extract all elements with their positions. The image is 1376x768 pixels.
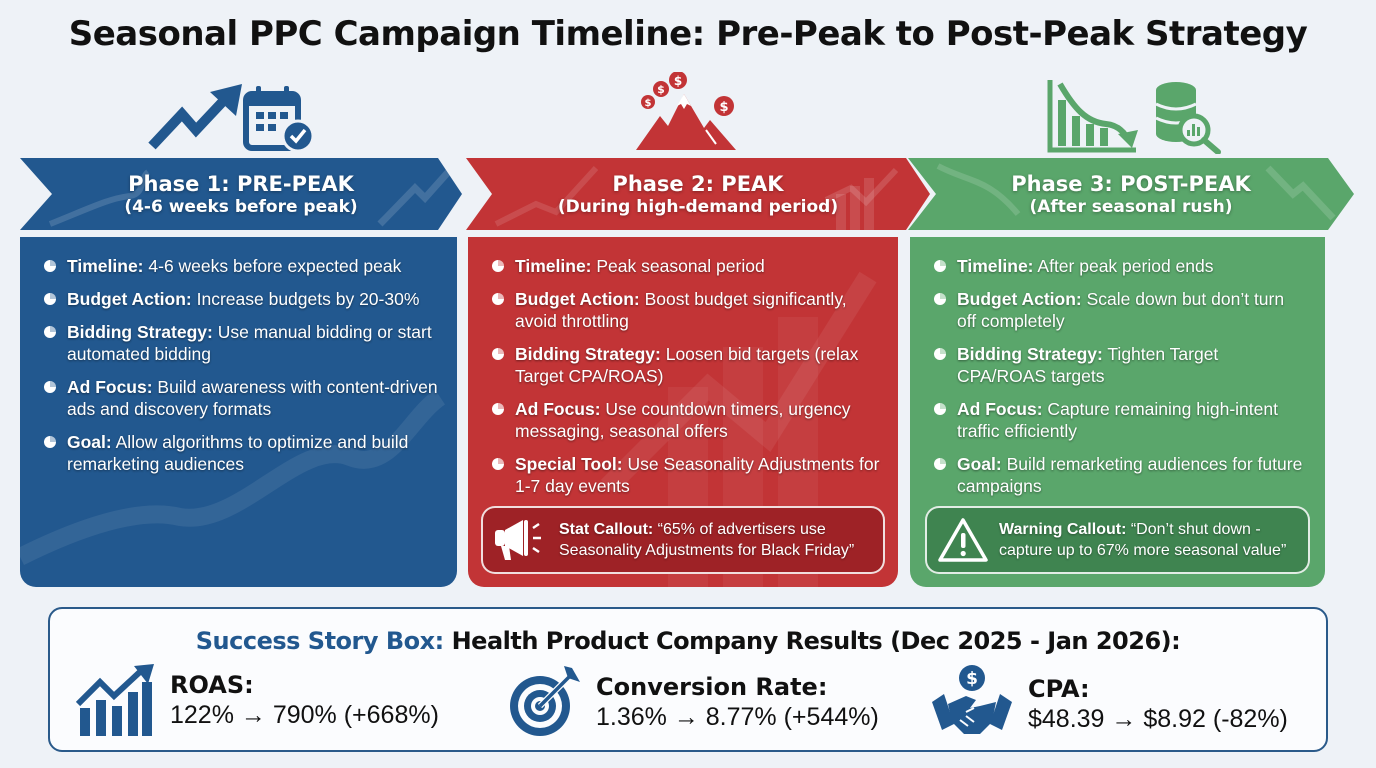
phase3-banner: Phase 3: POST-PEAK (After seasonal rush) bbox=[908, 158, 1354, 230]
metric-roas: ROAS: 122% → 790% (+668%) bbox=[76, 664, 439, 736]
list-item: Ad Focus: Use countdown timers, urgency … bbox=[492, 398, 880, 442]
phase3-list: Timeline: After peak period ends Budget … bbox=[934, 255, 1307, 497]
pie-chart-bullet-icon bbox=[44, 436, 56, 448]
pie-chart-bullet-icon bbox=[492, 293, 504, 305]
phase3-panel: Timeline: After peak period ends Budget … bbox=[910, 237, 1325, 587]
phase2-subtitle: (During high-demand period) bbox=[557, 196, 839, 217]
list-item: Bidding Strategy: Tighten Target CPA/ROA… bbox=[934, 343, 1307, 387]
pie-chart-bullet-icon bbox=[934, 403, 946, 415]
pie-chart-bullet-icon bbox=[934, 260, 946, 272]
pie-chart-bullet-icon bbox=[44, 381, 56, 393]
list-item: Budget Action: Boost budget significantl… bbox=[492, 288, 880, 332]
metric-conversion-rate: Conversion Rate: 1.36% → 8.77% (+544%) bbox=[506, 664, 879, 740]
list-item: Budget Action: Scale down but don’t turn… bbox=[934, 288, 1307, 332]
calendar-check-icon bbox=[243, 86, 315, 153]
pie-chart-bullet-icon bbox=[934, 293, 946, 305]
declining-chart-icon bbox=[1047, 80, 1138, 153]
warning-icon bbox=[938, 518, 988, 562]
mountain-dollar-icon: $ $ $ $ bbox=[636, 71, 736, 150]
pie-chart-bullet-icon bbox=[492, 403, 504, 415]
pie-chart-bullet-icon bbox=[44, 293, 56, 305]
svg-text:$: $ bbox=[674, 74, 682, 88]
trend-up-arrow-icon bbox=[148, 84, 242, 150]
pie-chart-bullet-icon bbox=[44, 260, 56, 272]
phase2-panel: Timeline: Peak seasonal period Budget Ac… bbox=[468, 237, 898, 587]
success-story-box: Success Story Box: Health Product Compan… bbox=[48, 607, 1328, 752]
list-item: Goal: Build remarketing audiences for fu… bbox=[934, 453, 1307, 497]
svg-text:$: $ bbox=[966, 669, 978, 689]
list-item: Bidding Strategy: Use manual bidding or … bbox=[44, 321, 439, 365]
phase3-title: Phase 3: POST-PEAK bbox=[1011, 171, 1251, 196]
phase1-title: Phase 1: PRE-PEAK bbox=[128, 171, 354, 196]
svg-text:$: $ bbox=[645, 98, 652, 109]
phase1-list: Timeline: 4-6 weeks before expected peak… bbox=[44, 255, 439, 475]
phase2-banner: Phase 2: PEAK (During high-demand period… bbox=[466, 158, 930, 230]
phase1-banner: Phase 1: PRE-PEAK (4-6 weeks before peak… bbox=[20, 158, 462, 230]
list-item: Budget Action: Increase budgets by 20-30… bbox=[44, 288, 439, 310]
pie-chart-bullet-icon bbox=[492, 260, 504, 272]
stat-callout: Stat Callout: “65% of advertisers use Se… bbox=[481, 506, 885, 574]
svg-text:$: $ bbox=[719, 100, 728, 115]
phase1-icons bbox=[148, 84, 318, 159]
target-icon bbox=[510, 666, 580, 736]
handshake-dollar-icon: $ bbox=[932, 665, 1012, 734]
list-item: Ad Focus: Build awareness with content-d… bbox=[44, 376, 439, 420]
phase3-subtitle: (After seasonal rush) bbox=[1029, 196, 1233, 217]
list-item: Timeline: 4-6 weeks before expected peak bbox=[44, 255, 439, 277]
svg-text:$: $ bbox=[657, 83, 665, 96]
pie-chart-bullet-icon bbox=[934, 458, 946, 470]
list-item: Ad Focus: Capture remaining high-intent … bbox=[934, 398, 1307, 442]
bar-chart-up-icon bbox=[76, 664, 154, 736]
list-item: Bidding Strategy: Loosen bid targets (re… bbox=[492, 343, 880, 387]
success-story-title: Success Story Box: Health Product Compan… bbox=[195, 627, 1181, 655]
database-search-icon bbox=[1155, 82, 1221, 155]
list-item: Timeline: Peak seasonal period bbox=[492, 255, 880, 277]
pie-chart-bullet-icon bbox=[44, 326, 56, 338]
phase3-icons bbox=[1046, 78, 1226, 159]
phase2-icons: $ $ $ $ bbox=[634, 71, 744, 157]
phase2-title: Phase 2: PEAK bbox=[612, 171, 784, 196]
pie-chart-bullet-icon bbox=[492, 458, 504, 470]
list-item: Special Tool: Use Seasonality Adjustment… bbox=[492, 453, 880, 497]
warning-callout: Warning Callout: “Don’t shut down - capt… bbox=[925, 506, 1310, 574]
list-item: Goal: Allow algorithms to optimize and b… bbox=[44, 431, 439, 475]
pie-chart-bullet-icon bbox=[934, 348, 946, 360]
page-title: Seasonal PPC Campaign Timeline: Pre-Peak… bbox=[68, 14, 1308, 54]
list-item: Timeline: After peak period ends bbox=[934, 255, 1307, 277]
phase1-panel: Timeline: 4-6 weeks before expected peak… bbox=[20, 237, 457, 587]
pie-chart-bullet-icon bbox=[492, 348, 504, 360]
phase1-subtitle: (4-6 weeks before peak) bbox=[124, 196, 358, 217]
metric-cpa: $ CPA: $48.39 → $8.92 (-82%) bbox=[930, 664, 1288, 744]
megaphone-icon bbox=[495, 520, 541, 560]
phase2-list: Timeline: Peak seasonal period Budget Ac… bbox=[492, 255, 880, 497]
